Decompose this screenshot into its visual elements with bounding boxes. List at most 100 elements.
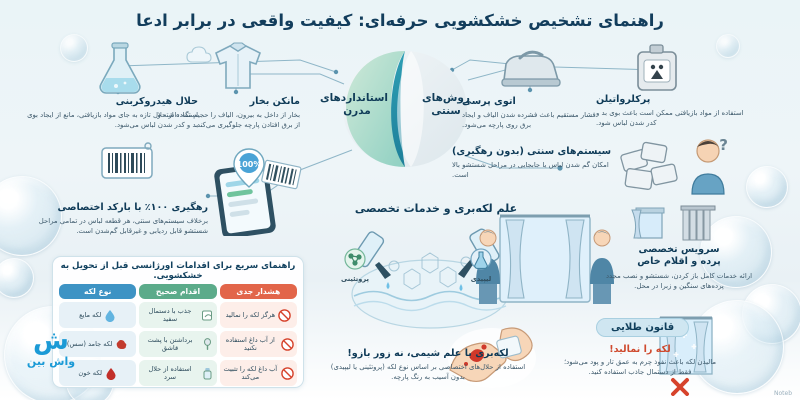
table-column-action: اقدام صحیح جذب با دستمال سفید برداشتن با… (139, 284, 217, 386)
tracking-badge-100: 100% (232, 148, 266, 188)
scattered-clothes-icon (620, 141, 678, 190)
cell-text: لکه جامد (سس) (66, 339, 113, 348)
table-row: آب داغ لکه را تثبیت می‌کند (219, 360, 297, 386)
blood-drop-icon (106, 367, 116, 380)
curtain-service-desc: ارائه خدمات کامل باز کردن، شستشو و نصب م… (605, 271, 753, 290)
barcode-tag-icon (101, 142, 153, 179)
stain-science-heading: علم لکه‌بری و خدمات تخصصی (354, 202, 518, 215)
page-title-bar: راهنمای تشخیص خشکشویی حرفه‌ای: کیفیت واق… (0, 0, 800, 40)
decorative-bubble (60, 34, 88, 62)
no-hot-water-icon (281, 337, 294, 351)
stain-science-callout: لکه‌بری با علم شیمی، نه زور بازو! استفاد… (330, 348, 526, 382)
golden-rule-title: لکه را نمالید! (609, 344, 671, 355)
table-column-warning: هشدار جدی هرگز لکه را نمالید از آب داغ ا… (219, 284, 297, 386)
cell-text: جذب با دستمال سفید (148, 306, 192, 323)
item-title: حلال هیدروکربنی (115, 96, 198, 107)
tag-lipid-label: لیپیدی (470, 275, 492, 283)
curtain-window-icon (631, 207, 665, 239)
table-row: لکه خون (59, 360, 137, 386)
decorative-bubble (0, 258, 34, 298)
modern-standards-label: استانداردهای مدرن (319, 92, 388, 118)
table-row: برداشتن با پشت قاشق (139, 331, 217, 357)
cell-text: لکه مایع (79, 310, 102, 319)
tag-lipid: لیپیدی (462, 248, 500, 283)
confused-person-icon: ? (691, 136, 728, 195)
traditional-methods-label: روش‌های سنتی (422, 92, 470, 118)
column-header-stain: نوع لکه (59, 284, 137, 299)
column-header-action: اقدام صحیح (139, 284, 217, 299)
chemical-canister-icon (637, 44, 677, 91)
table-row: هرگز لکه را نمالید (219, 302, 297, 328)
table-row: جذب با دستمال سفید (139, 302, 217, 328)
emergency-guide-table: هشدار جدی هرگز لکه را نمالید از آب داغ ا… (53, 284, 303, 392)
callout-desc: استفاده از حلال‌های اختصاصی بر اساس نوع … (330, 363, 526, 382)
credit-text: Noteb (773, 390, 792, 397)
item-title: اتوی پرسی (462, 96, 516, 107)
no-hot-tap-icon (281, 366, 294, 380)
stain-science-illustration (351, 228, 509, 329)
modern-item-barcode-tracking: رهگیری ۱۰۰٪ با بارکد اختصاصی برخلاف سیست… (22, 202, 208, 236)
page-title: راهنمای تشخیص خشکشویی حرفه‌ای: کیفیت واق… (136, 10, 664, 30)
traditional-item-perchloroethylene: پرکلرواتیلن استفاده از مواد بازیافتی ممک… (596, 94, 746, 128)
sauce-splash-icon (117, 339, 127, 349)
decorative-bubble (716, 34, 740, 58)
curtain-service-card: سرویس تخصصی پرده و اقلام خاص ارائه خدمات… (604, 244, 754, 291)
decorative-bubble (700, 216, 772, 288)
cell-text: آب داغ لکه را تثبیت می‌کند (223, 364, 278, 381)
decorative-bubble (746, 166, 788, 208)
lipid-flask-icon (470, 248, 492, 270)
item-title: پرکلرواتیلن (596, 94, 651, 105)
table-row: لکه جامد (سس) (59, 331, 137, 357)
cell-text: لکه خون (78, 368, 102, 377)
decorative-bubble (0, 176, 62, 256)
cell-text: استفاده از حلال سرد (148, 364, 192, 381)
cell-text: هرگز لکه را نمالید (225, 310, 276, 319)
item-desc: برخلاف سیستم‌های سنتی، هر قطعه لباس در ت… (38, 217, 208, 236)
golden-rule-badge: قانون طلایی (596, 318, 690, 337)
emergency-guide-panel: راهنمای سریع برای اقدامات اورژانسی قبل ا… (52, 256, 304, 388)
curtain-service-title-line1: سرویس تخصصی (638, 244, 720, 255)
brand-name: واش بین (26, 355, 76, 368)
hand-stain-illustration (448, 327, 536, 388)
item-desc: فشار مستقیم باعث فشرده شدن الیاف و ایجاد… (462, 111, 596, 130)
emergency-guide-title: راهنمای سریع برای اقدامات اورژانسی قبل ا… (60, 261, 296, 281)
iron-icon (501, 50, 561, 87)
brand-mark: ش (33, 326, 69, 356)
column-header-warning: هشدار جدی (219, 284, 297, 299)
svg-text:?: ? (719, 136, 728, 154)
item-title: رهگیری ۱۰۰٪ با بارکد اختصاصی (57, 202, 208, 213)
cell-text: از آب داغ استفاده نکنید (225, 335, 275, 352)
tag-protein-label: پروتئینی (341, 275, 369, 283)
curtain-panel-icon (680, 205, 716, 241)
cell-text: برداشتن با پشت قاشق (147, 335, 193, 352)
traditional-item-no-tracking: سیستم‌های سنتی (بدون رهگیری) امکان گم شد… (452, 146, 616, 180)
modern-item-steam-mannequin: مانکن بخار بخار از داخل به بیرون، الیاف … (150, 96, 300, 130)
table-row: لکه مایع (59, 302, 137, 328)
traditional-item-press-iron: اتوی پرسی فشار مستقیم باعث فشرده شدن الی… (462, 96, 608, 130)
item-title: سیستم‌های سنتی (بدون رهگیری) (452, 146, 612, 157)
steam-icon (186, 46, 212, 63)
spoon-icon (203, 337, 211, 350)
item-desc: بخار از داخل به بیرون، الیاف را حجیم نگه… (157, 111, 300, 130)
curtain-installer-illustration (476, 214, 614, 304)
solvent-bottle-icon (203, 367, 212, 379)
curtain-service-title-line2: پرده و اقلام خاص (637, 256, 721, 268)
item-desc: استفاده از مواد بازیافتی ممکن است باعث ب… (596, 109, 744, 128)
item-desc: استفاده از حلال تازه به جای مواد بازیافت… (27, 111, 198, 130)
svg-text:100%: 100% (237, 160, 262, 169)
table-row: استفاده از حلال سرد (139, 360, 217, 386)
water-drop-icon (105, 309, 115, 322)
shirt-icon (215, 42, 261, 89)
callout-title: لکه‌بری با علم شیمی، نه زور بازو! (347, 348, 509, 359)
golden-rule-desc: مالیدن لکه باعث نفوذ چرم به عمق تار و پو… (563, 358, 717, 376)
table-row: از آب داغ استفاده نکنید (219, 331, 297, 357)
tag-protein: پروتئینی (336, 248, 374, 283)
flask-icon (99, 42, 141, 94)
table-column-stain: نوع لکه لکه مایع لکه جامد (سس) (59, 284, 137, 386)
no-rub-icon (278, 308, 291, 322)
modern-vs-traditional-diagram (343, 51, 467, 167)
golden-rule-card: لکه را نمالید! مالیدن لکه باعث نفوذ چرم … (560, 344, 720, 377)
protein-molecule-icon (344, 248, 366, 270)
brand-logo: ش واش بین (8, 312, 94, 398)
